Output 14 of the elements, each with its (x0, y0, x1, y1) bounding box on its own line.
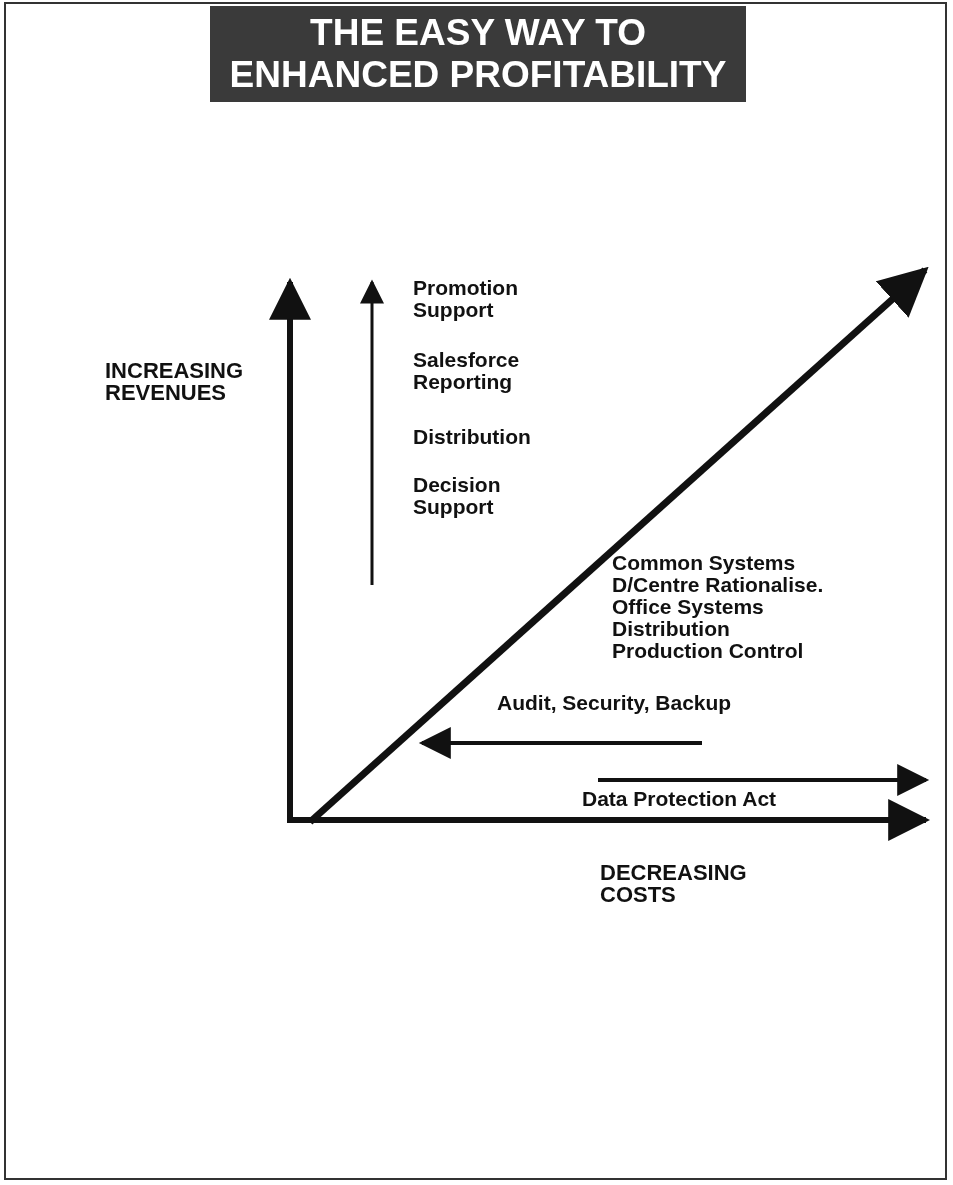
item-label: Decision Support (413, 474, 502, 518)
item-label: Office Systems (612, 596, 765, 618)
item-label: Salesforce Reporting (413, 349, 521, 393)
item-label: Common Systems (612, 552, 797, 574)
item-label: Audit, Security, Backup (497, 692, 733, 714)
item-label: Distribution (612, 618, 730, 640)
item-label: Production Control (612, 640, 805, 662)
axis-label: DECREASING COSTS (600, 862, 748, 906)
item-label: Data Protection Act (582, 788, 778, 810)
title-banner: THE EASY WAY TO ENHANCED PROFITABILITY (210, 6, 746, 102)
axis-label: INCREASING REVENUES (105, 360, 245, 404)
item-label: D/Centre Rationalise. (612, 574, 825, 596)
item-label: Promotion Support (413, 277, 519, 321)
item-label: Distribution (413, 426, 532, 448)
